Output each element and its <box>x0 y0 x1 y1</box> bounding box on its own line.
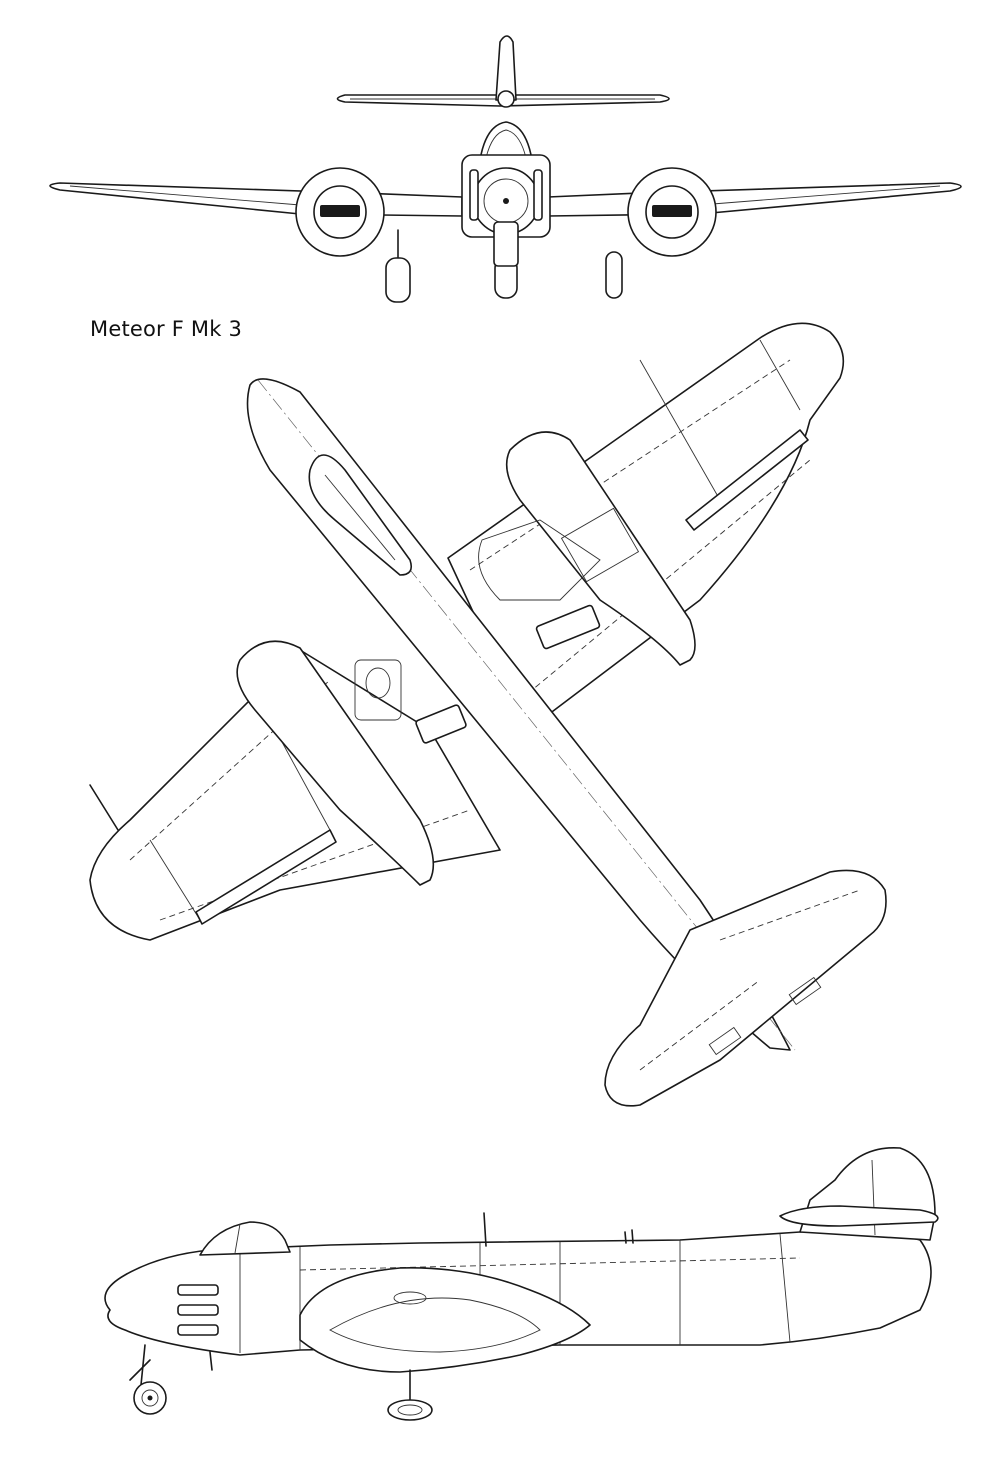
side-view <box>104 1147 939 1421</box>
plan-canopy <box>308 454 413 576</box>
side-landing-gear <box>129 1344 433 1421</box>
front-right-wing <box>547 182 962 217</box>
aircraft-title: Meteor F Mk 3 <box>90 317 243 341</box>
front-right-nacelle <box>627 167 717 257</box>
front-view <box>49 35 962 303</box>
front-left-wing <box>49 182 463 217</box>
plan-gun-ports <box>415 604 601 744</box>
plan-left-wing <box>89 649 501 941</box>
plan-view <box>89 322 887 1107</box>
side-nacelle <box>299 1267 591 1373</box>
plan-antenna <box>89 784 119 831</box>
side-antenna <box>483 1212 487 1247</box>
front-landing-gear <box>385 221 623 303</box>
plan-tailplane <box>604 869 887 1107</box>
front-fin <box>495 35 517 101</box>
plan-right-nacelle <box>505 431 696 666</box>
side-canopy <box>199 1221 291 1256</box>
front-left-nacelle <box>295 167 385 257</box>
side-tailplane <box>779 1205 939 1227</box>
plan-left-nacelle <box>236 640 435 886</box>
front-canopy <box>479 121 533 161</box>
